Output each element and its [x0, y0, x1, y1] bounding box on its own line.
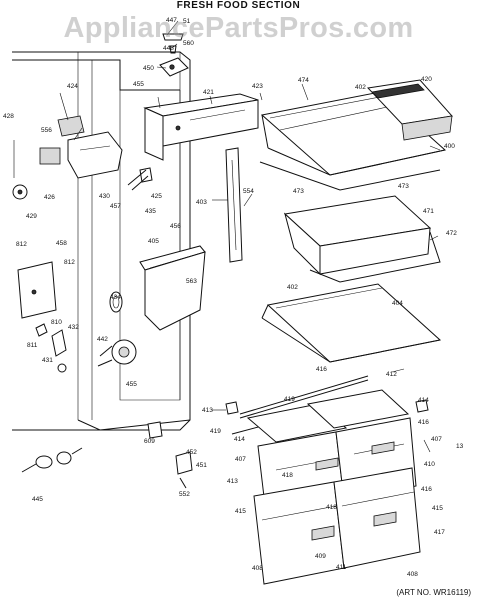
art-number: (ART NO. WR16119) — [396, 588, 471, 597]
dairy-bin — [366, 79, 453, 141]
callout-560: 560 — [183, 40, 194, 47]
callout-456: 456 — [170, 223, 181, 230]
air-duct — [225, 147, 243, 263]
callout-416-top: 416 — [316, 366, 327, 373]
section-title: FRESH FOOD SECTION — [176, 0, 301, 11]
callout-473-right: 473 — [398, 183, 409, 190]
callout-426: 426 — [44, 194, 55, 201]
callout-400: 400 — [444, 143, 455, 150]
callout-419-a: 419 — [284, 396, 295, 403]
callout-472: 472 — [446, 230, 457, 237]
leader-lines — [59, 20, 441, 453]
callout-418-lower: 418 — [326, 504, 337, 511]
callout-445: 445 — [32, 496, 43, 503]
callout-455-bottom: 455 — [126, 381, 137, 388]
callout-413-left: 413 — [202, 407, 213, 414]
callout-448: 448 — [163, 45, 174, 52]
callout-442: 442 — [97, 336, 108, 343]
callout-408-left: 408 — [252, 565, 263, 572]
callout-474: 474 — [298, 77, 309, 84]
callout-435: 435 — [145, 208, 156, 215]
callout-416-bottom: 416 — [421, 486, 432, 493]
callout-451: 451 — [196, 462, 207, 469]
small-parts — [21, 421, 193, 489]
side-bracket — [17, 261, 67, 373]
control-housing — [143, 93, 259, 161]
callout-407-right: 407 — [431, 436, 442, 443]
callout-609: 609 — [144, 438, 155, 445]
callout-458: 458 — [56, 240, 67, 247]
callout-420: 420 — [421, 76, 432, 83]
crisper-covers — [246, 389, 410, 443]
callout-428: 428 — [3, 113, 14, 120]
top-hinge-bracket — [159, 33, 189, 77]
callout-432: 432 — [68, 324, 79, 331]
callout-411: 411 — [336, 564, 347, 571]
callout-434: 434 — [110, 294, 121, 301]
callout-556: 556 — [41, 127, 52, 134]
callout-416-right: 416 — [418, 419, 429, 426]
callout-431: 431 — [42, 357, 53, 364]
callout-labels: 447 51 560 448 450 455 421 423 474 402 4… — [3, 17, 464, 578]
thermostat-bulb — [127, 167, 153, 191]
callout-812-a: 812 — [16, 241, 27, 248]
callout-402-mid: 402 — [287, 284, 298, 291]
callout-423: 423 — [252, 83, 263, 90]
callout-408-right: 408 — [407, 571, 418, 578]
crisper-pan-upper — [283, 195, 441, 283]
callout-554: 554 — [243, 188, 254, 195]
fan-motor — [97, 291, 137, 367]
callout-403: 403 — [196, 199, 207, 206]
callout-430: 430 — [99, 193, 110, 200]
middle-shelf — [261, 283, 442, 363]
callout-563: 563 — [186, 278, 197, 285]
callout-450: 450 — [143, 65, 154, 72]
callout-415-left: 415 — [235, 508, 246, 515]
callout-417: 417 — [434, 529, 445, 536]
callout-414-right: 414 — [418, 397, 429, 404]
callout-415-right: 415 — [432, 505, 443, 512]
callout-552: 552 — [179, 491, 190, 498]
callout-455-top: 455 — [133, 81, 144, 88]
callout-402-top: 402 — [355, 84, 366, 91]
callout-810: 810 — [51, 319, 62, 326]
callout-452: 452 — [186, 449, 197, 456]
callout-410: 410 — [424, 461, 435, 468]
callout-13: 13 — [456, 443, 464, 450]
callout-409: 409 — [315, 553, 326, 560]
callout-404: 404 — [392, 300, 403, 307]
callout-429: 429 — [26, 213, 37, 220]
callout-51: 51 — [183, 18, 191, 25]
callout-407-left: 407 — [235, 456, 246, 463]
callout-421: 421 — [203, 89, 214, 96]
light-switch-cluster — [12, 115, 123, 200]
callout-418-upper: 418 — [282, 472, 293, 479]
callout-412: 412 — [386, 371, 397, 378]
callout-447: 447 — [166, 17, 177, 24]
watermark: AppliancePartsPros.com — [63, 12, 414, 44]
callout-811: 811 — [27, 342, 38, 349]
callout-413-bottom: 413 — [227, 478, 238, 485]
callout-405: 405 — [148, 238, 159, 245]
callout-471: 471 — [423, 208, 434, 215]
callout-419-b: 419 — [210, 428, 221, 435]
callout-424: 424 — [67, 83, 78, 90]
callout-812-b: 812 — [64, 259, 75, 266]
callout-425: 425 — [151, 193, 162, 200]
callout-414-left: 414 — [234, 436, 245, 443]
callout-473-left: 473 — [293, 188, 304, 195]
crisper-drawers-lower — [253, 467, 421, 585]
sensor-plate — [139, 245, 206, 331]
callout-457: 457 — [110, 203, 121, 210]
